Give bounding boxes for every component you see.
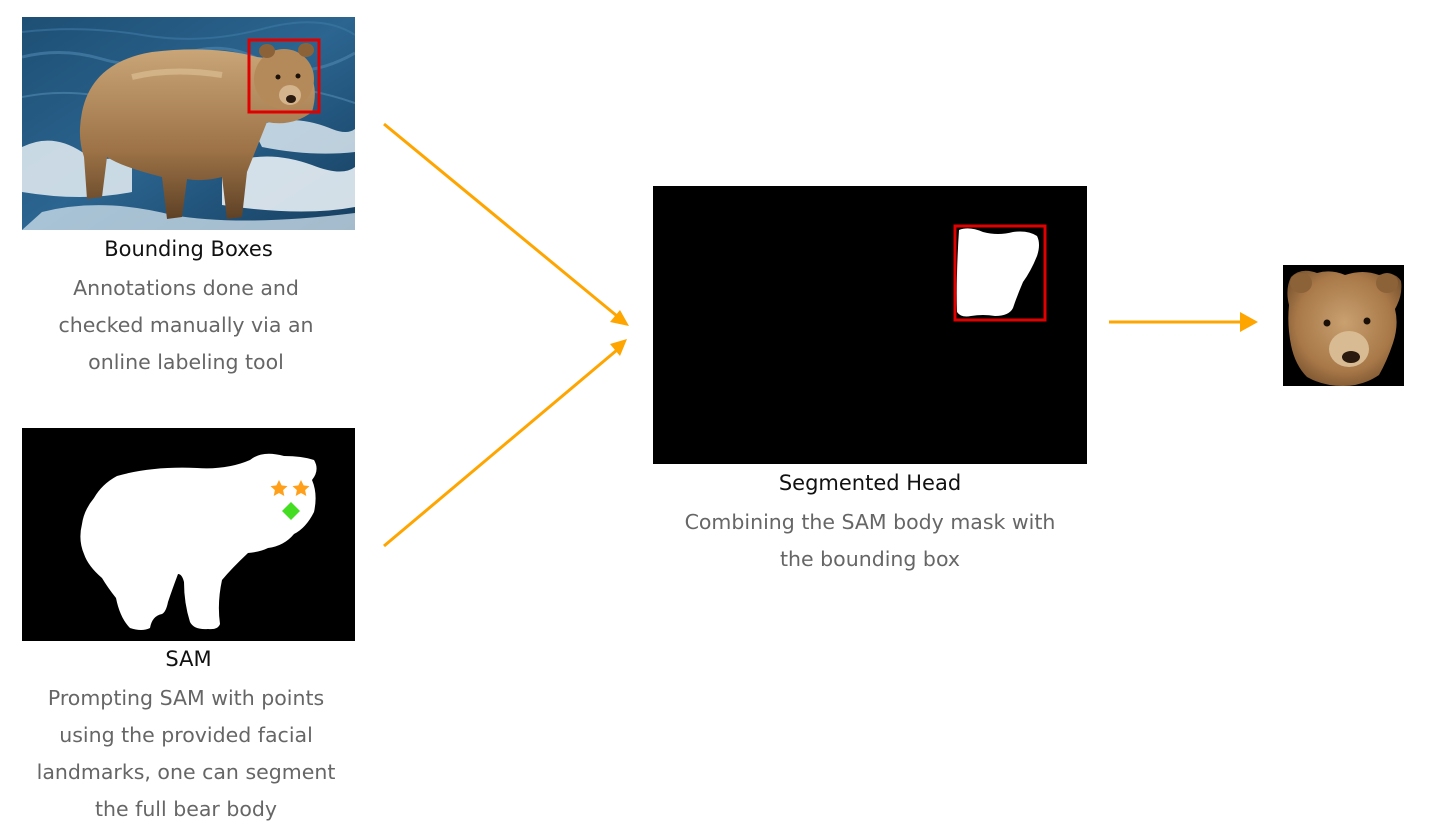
arrow-head-icon [1240, 312, 1258, 332]
description-line: the full bear body [94, 797, 278, 821]
description-line: Combining the SAM body mask with [684, 510, 1056, 534]
segmented-head-mask [653, 186, 1087, 464]
bounding-box [247, 38, 321, 114]
bear-head-crop-icon [1283, 265, 1404, 386]
result-head-crop [1283, 265, 1404, 386]
arrow-line [383, 122, 618, 318]
nose-landmark-icon [282, 502, 300, 520]
description-line: online labeling tool [88, 350, 284, 374]
sam-title: SAM [165, 647, 212, 671]
description-line: checked manually via an [58, 313, 314, 337]
sam-description: Prompting SAM with points using the prov… [0, 680, 372, 828]
sam-mask [22, 428, 355, 641]
bounding-box [953, 224, 1047, 322]
bounding-boxes-title: Bounding Boxes [104, 237, 273, 261]
segmented-head-title: Segmented Head [778, 471, 962, 495]
eye-landmark-icon [270, 480, 288, 496]
bear-in-river-photo-icon [22, 17, 355, 230]
bear-photo [22, 17, 355, 230]
description-line: Prompting SAM with points [47, 686, 325, 710]
description-line: landmarks, one can segment [36, 760, 336, 784]
head-mask-icon [653, 186, 1087, 464]
arrow-head-icon [610, 339, 627, 356]
description-line: Annotations done and [73, 276, 299, 300]
arrow-head-icon [610, 310, 629, 326]
bounding-boxes-description: Annotations done and checked manually vi… [0, 270, 372, 381]
description-line: using the provided facial [59, 723, 313, 747]
segmented-head-description: Combining the SAM body mask with the bou… [640, 504, 1100, 578]
arrow-line [383, 348, 618, 548]
eye-landmark-icon [292, 480, 310, 496]
description-line: the bounding box [780, 547, 960, 571]
bear-body-mask-icon [22, 428, 355, 641]
